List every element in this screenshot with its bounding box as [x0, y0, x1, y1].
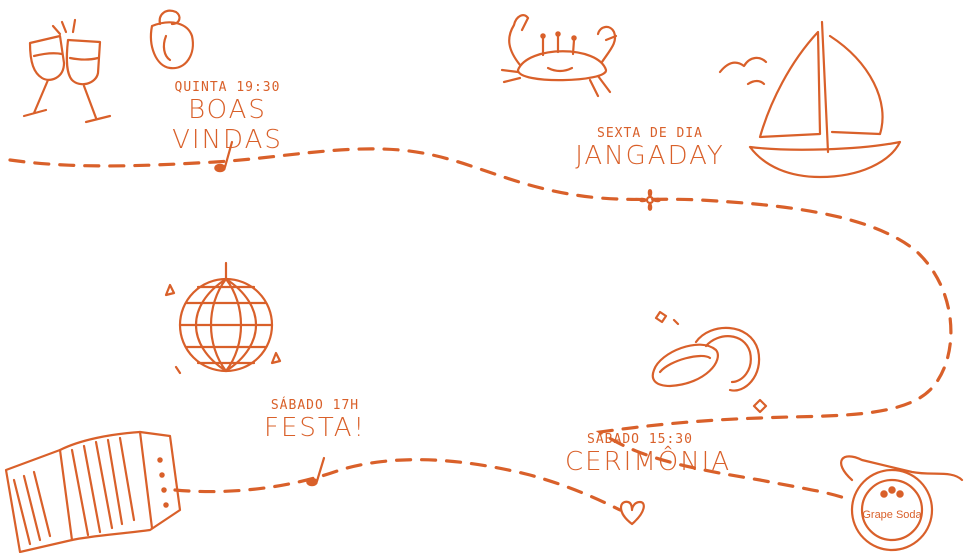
wine-glasses-icon	[22, 18, 112, 124]
event-jangaday: Sexta de dia Jangaday	[575, 126, 725, 171]
event-title: Festa!	[264, 413, 366, 443]
crab-icon	[500, 14, 618, 98]
sailboat-icon	[718, 20, 902, 179]
event-time: Sábado 17h	[270, 398, 360, 413]
route-path	[8, 147, 953, 502]
flower-icon	[639, 189, 661, 211]
event-cerimonia: Sábado 15:30 Cerimônia	[565, 432, 732, 477]
event-festa: Sábado 17h Festa!	[255, 398, 375, 443]
accordion-icon	[4, 430, 182, 554]
music-note-icon	[214, 140, 234, 173]
event-title: Jangaday	[575, 141, 725, 171]
route-path-lower	[173, 458, 622, 512]
event-title: Boas Vindas	[172, 95, 283, 155]
event-title: Cerimônia	[565, 447, 732, 477]
grape-soda-cap-icon: Grape Soda	[840, 455, 964, 552]
grape-soda-cap-text: Grape Soda	[862, 509, 922, 521]
event-time: Quinta 19:30	[174, 80, 281, 95]
event-boas-vindas: Quinta 19:30 Boas Vindas	[150, 80, 305, 155]
disco-ball-icon	[164, 261, 282, 375]
event-time: Sábado 15:30	[587, 432, 693, 447]
music-note-icon	[306, 456, 326, 487]
event-time: Sexta de dia	[597, 126, 703, 141]
heart-icon	[619, 500, 645, 526]
rings-icon	[651, 310, 768, 414]
cashew-icon	[149, 9, 194, 70]
